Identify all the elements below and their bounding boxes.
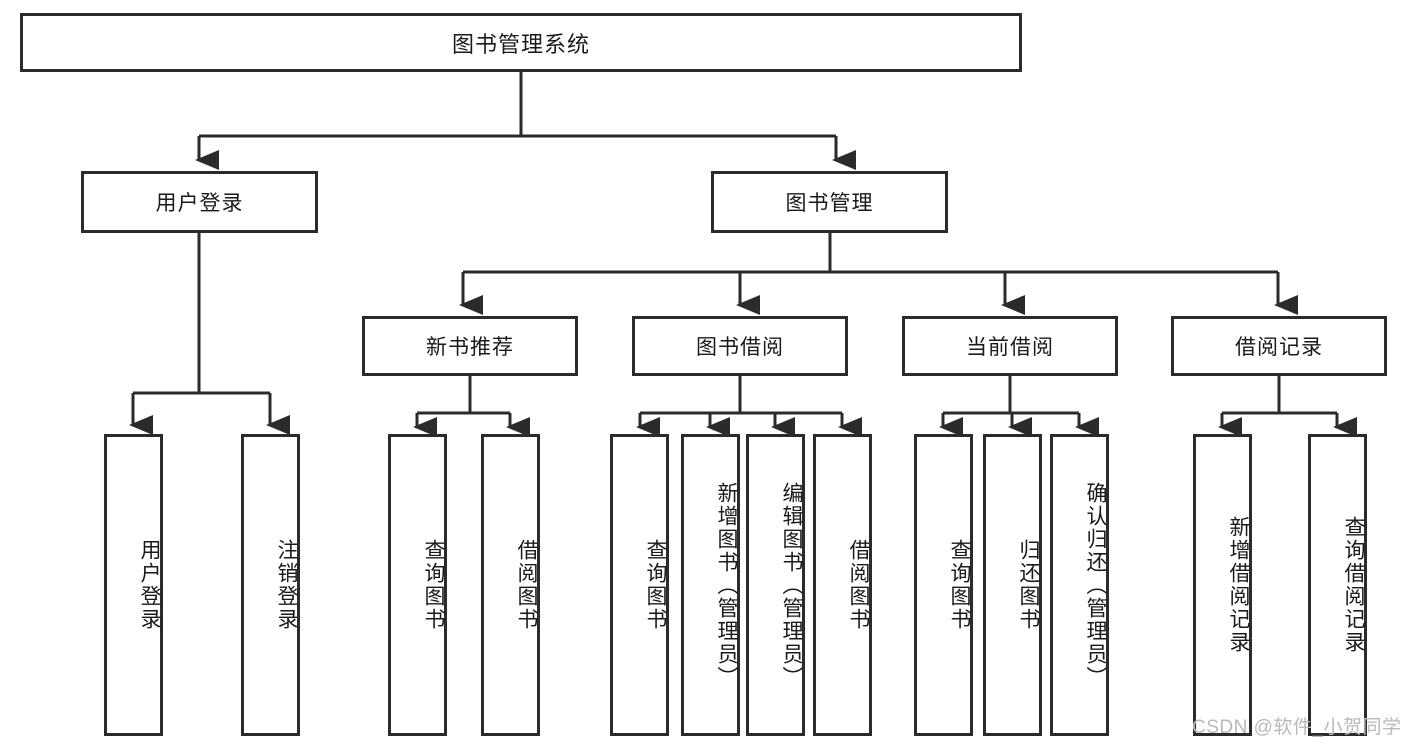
node-label: 新增图书（管理员） <box>715 481 738 689</box>
leaf-user-login-signout[interactable]: 注销登录 <box>241 434 300 736</box>
node-label: 确认归还（管理员） <box>1084 481 1107 689</box>
node-label: 归还图书 <box>1017 539 1040 631</box>
leaf-current-query-book[interactable]: 查询图书 <box>914 434 973 736</box>
leaf-record-add[interactable]: 新增借阅记录 <box>1193 434 1252 736</box>
node-label: 借阅记录 <box>1235 336 1323 359</box>
node-label: 查询图书 <box>422 539 445 631</box>
leaf-new-book-query[interactable]: 查询图书 <box>388 434 447 736</box>
node-user-login[interactable]: 用户登录 <box>81 171 318 233</box>
node-label: 用户登录 <box>155 192 244 215</box>
node-label: 查询图书 <box>948 539 971 631</box>
node-label: 图书借阅 <box>696 336 784 359</box>
leaf-record-query[interactable]: 查询借阅记录 <box>1308 434 1367 736</box>
node-book-management[interactable]: 图书管理 <box>711 171 948 233</box>
node-label: 借阅图书 <box>515 539 538 631</box>
node-label: 图书管理系统 <box>451 31 590 57</box>
node-label: 借阅图书 <box>847 539 870 631</box>
node-label: 查询借阅记录 <box>1342 516 1365 654</box>
leaf-user-login-signin[interactable]: 用户登录 <box>104 434 163 736</box>
leaf-borrow-query-book[interactable]: 查询图书 <box>610 434 669 736</box>
leaf-borrow-borrow-book[interactable]: 借阅图书 <box>813 434 872 736</box>
node-new-book-recommend[interactable]: 新书推荐 <box>362 316 578 376</box>
leaf-borrow-edit-book-admin[interactable]: 编辑图书（管理员） <box>746 434 805 736</box>
node-label: 注销登录 <box>275 539 298 631</box>
node-label: 当前借阅 <box>966 336 1054 359</box>
node-label: 查询图书 <box>644 539 667 631</box>
node-label: 新增借阅记录 <box>1227 516 1250 654</box>
node-root-system[interactable]: 图书管理系统 <box>20 13 1022 72</box>
leaf-current-return-book[interactable]: 归还图书 <box>983 434 1042 736</box>
node-book-borrow[interactable]: 图书借阅 <box>632 316 848 376</box>
leaf-borrow-add-book-admin[interactable]: 新增图书（管理员） <box>681 434 740 736</box>
node-label: 图书管理 <box>785 192 874 215</box>
node-current-borrow[interactable]: 当前借阅 <box>902 316 1118 376</box>
node-label: 编辑图书（管理员） <box>780 481 803 689</box>
node-label: 新书推荐 <box>426 336 514 359</box>
node-borrow-record[interactable]: 借阅记录 <box>1171 316 1387 376</box>
node-label: 用户登录 <box>138 539 161 631</box>
leaf-new-book-borrow[interactable]: 借阅图书 <box>481 434 540 736</box>
csdn-watermark: CSDN @软件_小贺同学 <box>1192 717 1402 738</box>
leaf-current-confirm-return-admin[interactable]: 确认归还（管理员） <box>1050 434 1109 736</box>
